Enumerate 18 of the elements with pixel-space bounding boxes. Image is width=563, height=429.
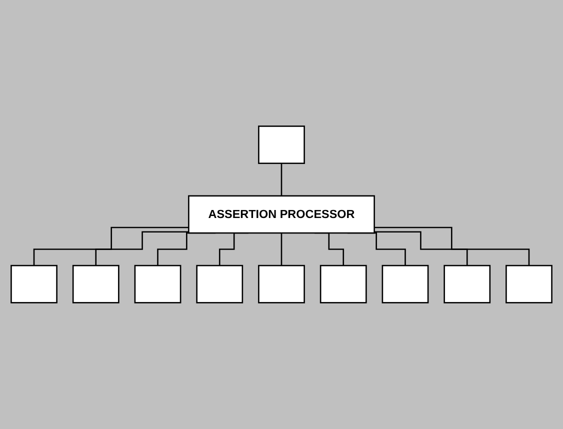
node-box [10, 264, 58, 304]
node-box [72, 264, 120, 304]
node-box [258, 264, 305, 304]
connector [280, 162, 282, 197]
node-box [506, 264, 552, 304]
connector [33, 226, 189, 266]
node-box [320, 264, 367, 304]
node-box [188, 195, 375, 234]
block-diagram: ASSERTION PROCESSOR [6, 121, 557, 308]
node-box [444, 264, 491, 304]
connector [280, 232, 282, 266]
node-box [196, 264, 244, 304]
connector [95, 231, 189, 266]
connector [374, 226, 530, 266]
node-box [134, 264, 182, 304]
node-box [382, 264, 429, 304]
node-box [258, 126, 305, 164]
connector [374, 231, 468, 266]
